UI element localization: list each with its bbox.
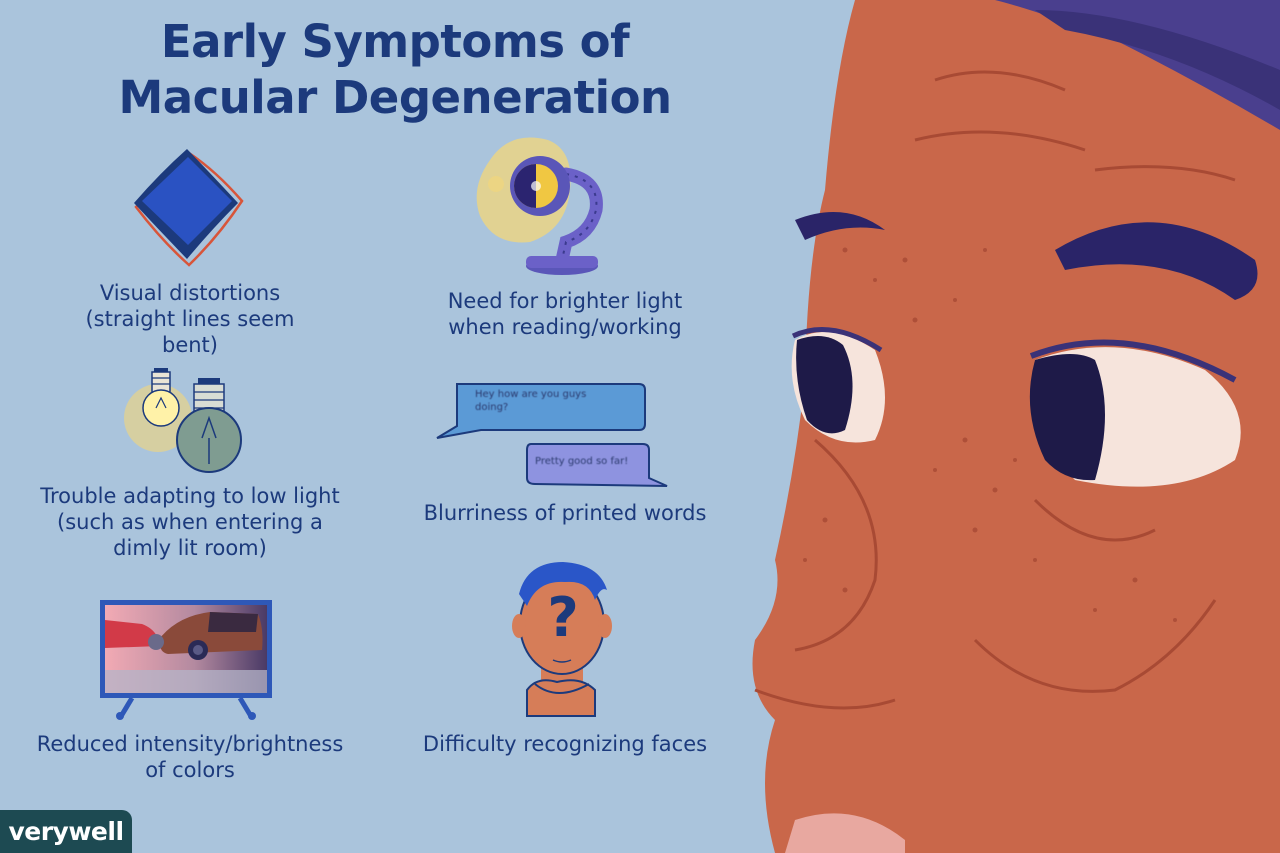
face-illustration bbox=[752, 0, 1280, 853]
symptom-recognizing-faces: Difficulty recognizing faces bbox=[422, 732, 708, 756]
chat-bubble-1: Hey how are you guys doing? bbox=[475, 389, 587, 413]
faded-tv-icon bbox=[100, 600, 272, 720]
title-line-2: Macular Degeneration bbox=[118, 71, 672, 124]
light-bulbs-icon bbox=[124, 368, 242, 473]
distorted-diamond-icon bbox=[134, 149, 244, 267]
title-line-1: Early Symptoms of bbox=[160, 15, 630, 68]
symptom-visual-distortions: Visual distortions (straight lines seem … bbox=[85, 281, 295, 357]
question-face-icon: ? bbox=[505, 560, 615, 720]
question-mark: ? bbox=[547, 586, 579, 649]
symptom-blurry-words: Blurriness of printed words bbox=[423, 501, 707, 525]
chat-bubble-2: Pretty good so far! bbox=[535, 456, 629, 467]
verywell-logo[interactable]: verywell bbox=[0, 810, 132, 853]
logo-text: verywell bbox=[8, 817, 124, 846]
desk-lamp-icon bbox=[476, 137, 603, 275]
symptom-reduced-colors: Reduced intensity/brightness of colors bbox=[36, 732, 344, 782]
page-title: Early Symptoms of Macular Degeneration bbox=[90, 14, 700, 126]
symptom-brighter-light: Need for brighter light when reading/wor… bbox=[447, 289, 683, 339]
chat-bubbles-icon: Hey how are you guys doing? Pretty good … bbox=[435, 378, 675, 490]
symptom-low-light: Trouble adapting to low light (such as w… bbox=[40, 484, 340, 560]
